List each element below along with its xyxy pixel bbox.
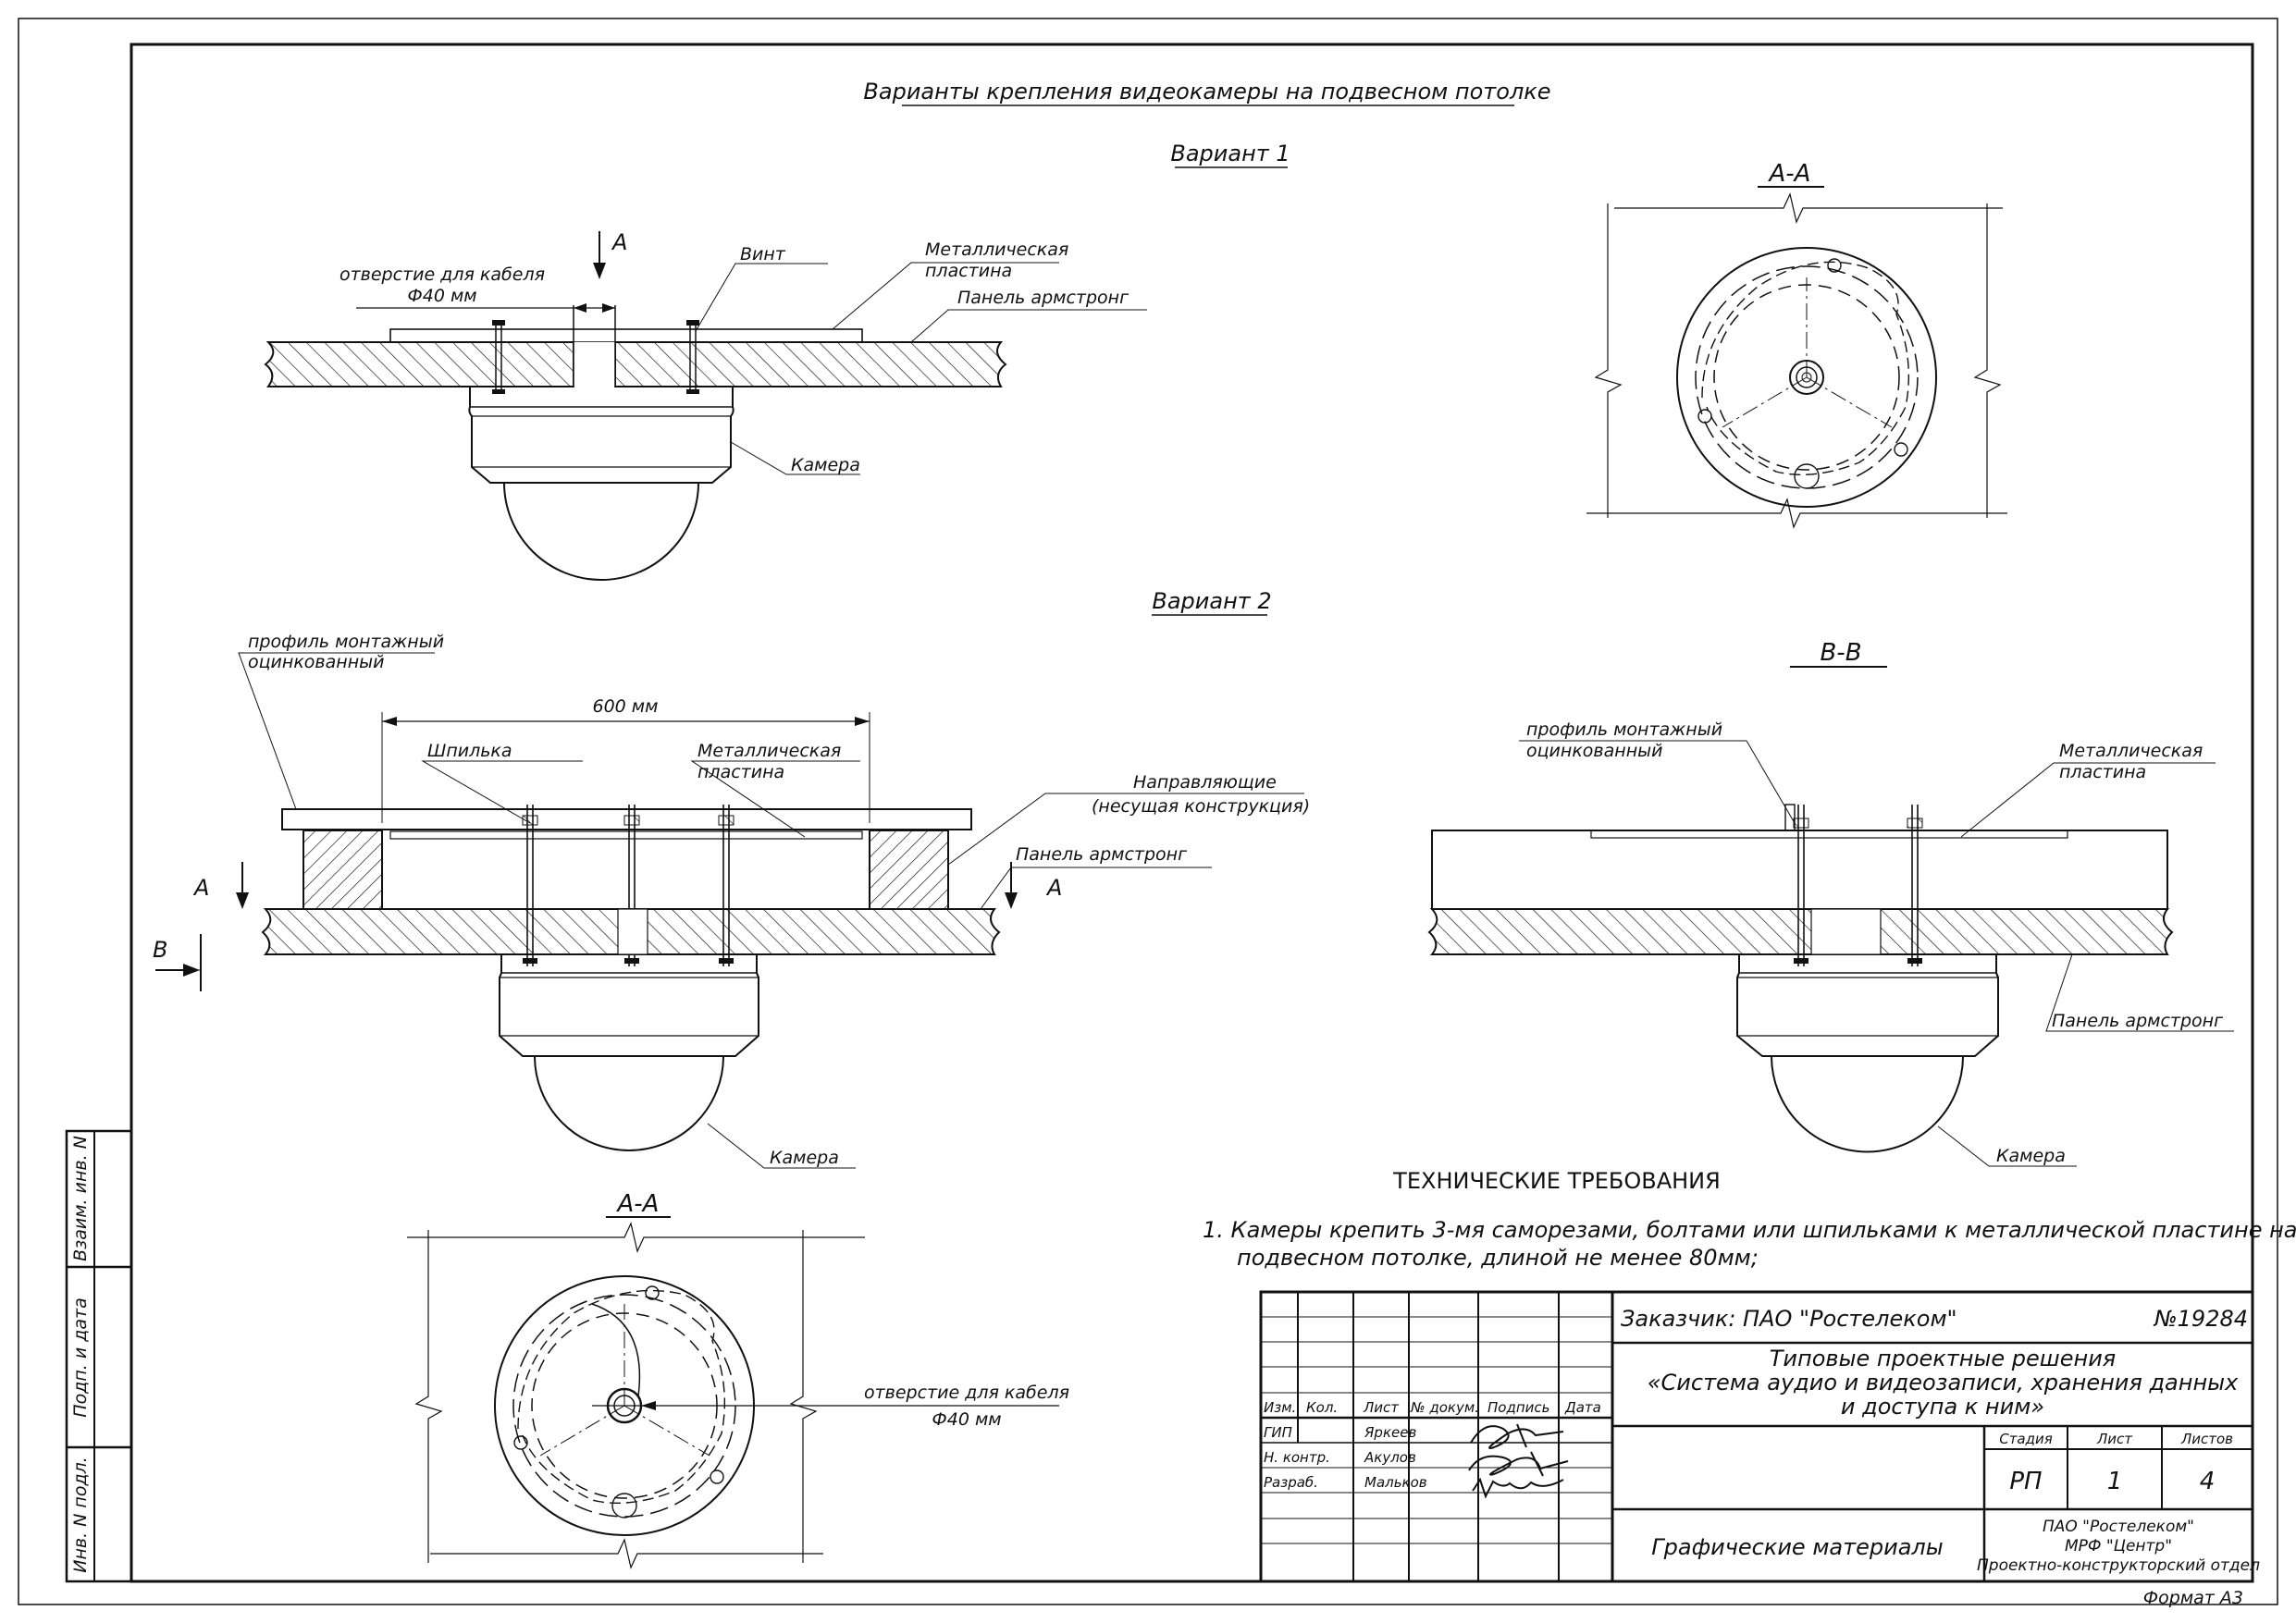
bb-camera-label: Камера [1996,1146,2066,1166]
stud-1 [522,805,538,966]
name-1: Яркеев [1364,1424,1416,1441]
content-label: Графические материалы [1651,1534,1943,1560]
hdr-qty: Кол. [1306,1399,1338,1416]
screw-right-v1 [686,320,699,394]
project-number: №19284 [2153,1306,2248,1332]
armstrong-panel-bb [1427,908,2174,955]
hdr-date: Дата [1564,1399,1601,1416]
hdr-sign: Подпись [1487,1399,1549,1416]
v2-dimension-label: 600 мм [593,696,659,717]
variant1-view: Вариант 1 отверстие для кабеля Ф40 мм А [264,141,1290,581]
camera-bb [1736,954,1999,1153]
stud-bb-left [1793,805,1809,966]
tech-req-item1-line1: 1. Камеры крепить 3-мя саморезами, болта… [1203,1217,2296,1243]
project-title-3: и доступа к ним» [1841,1394,2044,1420]
side-stamp: Взаим. инв. N Подп. и дата Инв. N подл. [65,1129,133,1583]
v1-cable-hole-label-2: Ф40 мм [407,286,476,306]
v2-guides-label-2: (несущая конструкция) [1092,796,1310,817]
project-title-2: «Система аудио и видеозаписи, хранения д… [1648,1370,2239,1396]
sheets-label: Листов [2180,1431,2233,1447]
role-1: ГИП [1264,1424,1292,1441]
v2-panel-label: Панель армстронг [1016,844,1188,865]
v2-camera-label: Камера [770,1148,839,1168]
sheet-value: 1 [2107,1468,2123,1495]
org-line-3: Проектно-конструкторский отдел [1977,1556,2260,1575]
sheets-value: 4 [2200,1468,2216,1495]
v2-stud-label: Шпилька [427,741,512,761]
screw-left-v1 [492,320,505,394]
v2-section-mark-b: В [153,937,167,963]
org-line-1: ПАО "Ростелеком" [2043,1518,2194,1536]
metal-plate-v1 [389,328,863,343]
v1-plate-label-1: Металлическая [925,240,1068,260]
sheet-label: Лист [2096,1431,2133,1447]
name-2: Акулов [1364,1449,1416,1466]
section-aa-top-label: А-А [1768,160,1811,188]
inner-frame [130,43,2254,1583]
guide-right [869,830,949,910]
variant1-title: Вариант 1 [1170,141,1290,166]
role-3: Разраб. [1264,1474,1318,1491]
hdr-change: Изм. [1264,1399,1296,1416]
bb-panel-label: Панель армстронг [2052,1011,2224,1031]
project-title-1: Типовые проектные решения [1770,1346,2116,1371]
aa-bottom-cable-label-2: Ф40 мм [932,1409,1001,1430]
bb-profile-label-1: профиль монтажный [1526,719,1722,740]
camera-v1 [468,387,734,581]
format-label: Формат А3 [2143,1588,2243,1608]
aa-bottom-cable-label-1: отверстие для кабеля [864,1383,1069,1403]
bb-plate-label-2: пластина [2059,762,2146,782]
section-aa-bottom-title: А-А [616,1190,660,1218]
section-bb: В-В профиль монтажный оцин [1427,639,2234,1167]
variant2-title: Вариант 2 [1152,588,1271,614]
variant2-view: Вариант 2 600 мм [153,588,1310,1169]
v2-section-mark-a-right: А [1045,875,1062,901]
v1-screw-label: Винт [740,244,786,264]
v2-profile-label-2: оцинкованный [248,652,384,672]
armstrong-panel-v1 [264,341,574,387]
tech-requirements: ТЕХНИЧЕСКИЕ ТРЕБОВАНИЯ 1. Камеры крепить… [1203,1168,2296,1271]
outer-border [18,18,2278,1605]
stage-label: Стадия [1999,1431,2053,1447]
v1-cable-hole-label-1: отверстие для кабеля [339,264,545,285]
v2-guides-label-1: Направляющие [1133,772,1277,793]
role-2: Н. контр. [1264,1449,1330,1466]
hdr-doc: № докум. [1410,1399,1479,1416]
tech-req-item1-line2: подвесном потолке, длиной не менее 80мм; [1237,1245,1759,1271]
title-block: Изм. Кол. Лист № докум. Подпись Дата ГИП… [1259,1290,2260,1583]
v1-plate-label-2: пластина [925,261,1012,281]
side-stamp-cell3: Инв. N подл. [70,1457,91,1573]
stud-bb-right [1907,805,1923,966]
v2-profile-label-1: профиль монтажный [248,632,444,652]
side-stamp-cell1: Взаим. инв. N [70,1136,91,1261]
stage-value: РП [2009,1468,2042,1495]
signature-1 [1470,1423,1564,1449]
tech-req-title: ТЕХНИЧЕСКИЕ ТРЕБОВАНИЯ [1392,1168,1721,1194]
v1-camera-label: Камера [791,455,860,475]
v1-panel-label: Панель армстронг [957,288,1129,308]
side-stamp-cell2: Подп. и дата [70,1297,91,1417]
signature-3 [1472,1477,1564,1499]
section-aa-top: А-А [1586,160,2007,529]
v2-plate-label-2: пластина [697,762,784,782]
section-bb-title: В-В [1820,639,1861,667]
stud-3 [718,805,734,966]
guide-left [302,830,383,910]
main-title: Варианты крепления видеокамеры на подвес… [863,79,1550,105]
customer-text: Заказчик: ПАО "Ростелеком" [1621,1306,1957,1332]
camera-v2 [499,954,759,1151]
hdr-sheet: Лист [1363,1399,1400,1416]
bb-plate-label-1: Металлическая [2059,741,2203,761]
signature-2 [1468,1451,1569,1477]
v2-plate-label-1: Металлическая [697,741,841,761]
name-3: Мальков [1364,1474,1427,1491]
section-aa-bottom: А-А отверстие для кабеля Ф40 мм [407,1190,1069,1569]
org-line-2: МРФ "Центр" [2065,1537,2172,1555]
v1-section-mark: А [611,229,627,255]
mounting-profile-v2 [281,808,972,830]
bb-profile-label-2: оцинкованный [1526,741,1662,761]
v2-section-mark-a-left: А [192,875,209,901]
